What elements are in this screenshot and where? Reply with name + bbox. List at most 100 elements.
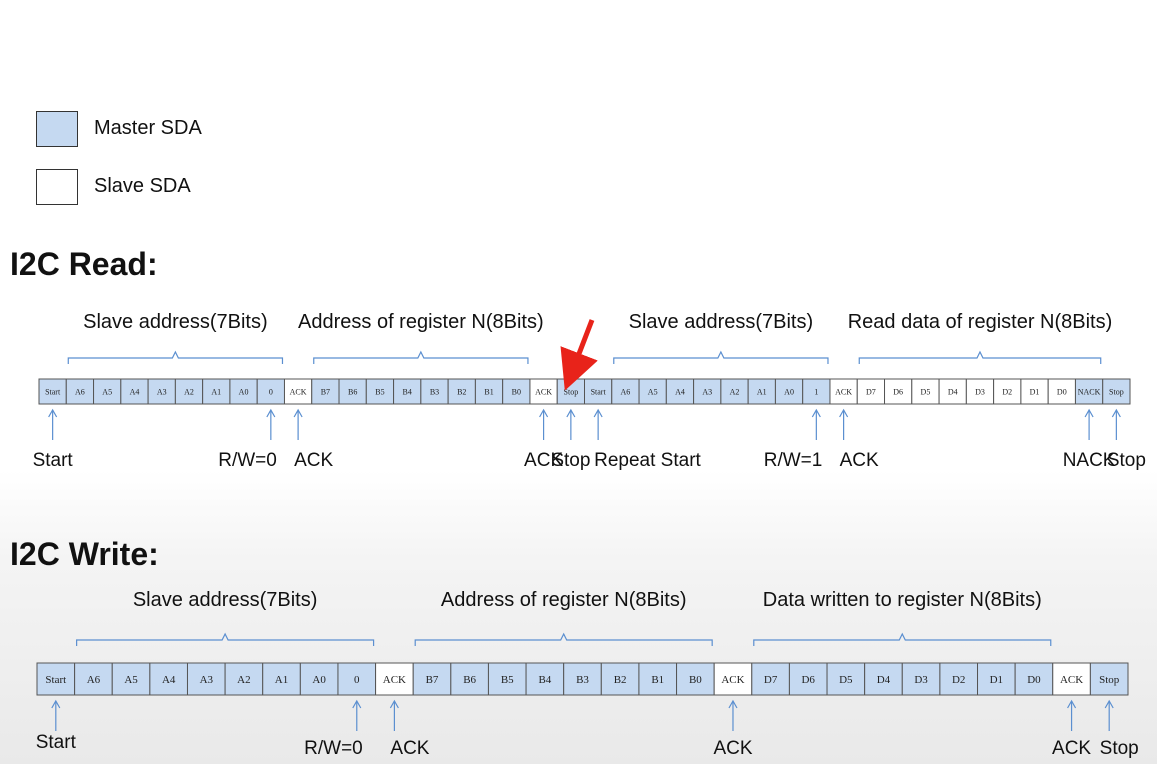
red-arrow-indicator <box>560 319 598 391</box>
bit-cell-label: D2 <box>952 674 965 686</box>
field-brace <box>76 632 375 646</box>
slave-sda-swatch <box>36 169 78 205</box>
bit-cell <box>747 378 776 405</box>
bit-cell-label: A6 <box>87 674 101 686</box>
bit-cell <box>720 378 749 405</box>
bit-cell-label: ACK <box>721 674 744 686</box>
read-heading: I2C Read: <box>10 246 158 282</box>
bit-cell <box>600 662 640 696</box>
bit-cell-label: A4 <box>675 387 685 396</box>
field-brace <box>67 350 284 364</box>
bit-cell-label: ACK <box>383 674 406 686</box>
bit-cell <box>283 378 313 405</box>
bit-cell-label: A0 <box>312 674 326 686</box>
marker-label: ACK <box>294 450 333 471</box>
bit-cell-label: B6 <box>463 674 476 686</box>
bit-cell <box>1089 662 1129 696</box>
bit-cell <box>1014 662 1054 696</box>
bit-cell-label: B2 <box>614 674 627 686</box>
bit-cell-label: B7 <box>426 674 439 686</box>
bit-cell <box>420 378 449 405</box>
marker-label: NACK <box>1063 450 1116 471</box>
marker-label: Stop <box>1107 450 1146 471</box>
bit-cell <box>1047 378 1076 405</box>
bit-cell <box>229 378 258 405</box>
field-label: Slave address(7Bits) <box>83 311 268 333</box>
marker-label: ACK <box>1052 738 1091 759</box>
bit-cell-label: NACK <box>1078 387 1101 396</box>
bit-cell-label: 0 <box>354 674 360 686</box>
bit-cell <box>65 378 95 405</box>
marker-arrowhead <box>566 408 576 418</box>
bit-cell-label: B1 <box>651 674 664 686</box>
bit-cell-label: A0 <box>239 387 249 396</box>
bit-cell-label: Start <box>591 387 607 396</box>
bit-cell <box>751 662 790 696</box>
bit-cell-label: D0 <box>1027 674 1041 686</box>
marker-label: Repeat Start <box>594 450 701 471</box>
master-sda-label: Master SDA <box>94 117 202 139</box>
bit-cell <box>977 662 1016 696</box>
marker-arrowhead <box>266 408 276 418</box>
field-label: Read data of register N(8Bits) <box>848 311 1113 333</box>
bit-cell-label: D0 <box>1057 387 1067 396</box>
master-sda-swatch <box>36 111 78 147</box>
bit-cell-label: A5 <box>102 387 112 396</box>
bit-cell-label: 0 <box>269 387 273 396</box>
bit-cell-label: Start <box>45 674 66 686</box>
bit-cell-label: D2 <box>1002 387 1012 396</box>
bit-cell <box>337 662 377 696</box>
marker-label: ACK <box>840 450 879 471</box>
bit-cell-label: D6 <box>893 387 903 396</box>
bit-cell-label: A3 <box>702 387 712 396</box>
marker-label: ACK <box>524 450 563 471</box>
bit-cell <box>186 662 226 696</box>
bit-cell-label: A4 <box>162 674 176 686</box>
marker-arrowhead <box>728 699 738 709</box>
bit-cell <box>864 662 903 696</box>
marker-arrowhead <box>1104 699 1114 709</box>
bit-cell-label: D3 <box>975 387 985 396</box>
bit-cell <box>111 662 151 696</box>
marker-arrowhead <box>1084 408 1094 418</box>
bit-cell-label: Stop <box>1099 674 1120 686</box>
bit-cell-label: ACK <box>1060 674 1083 686</box>
bit-cell-label: ACK <box>535 387 552 396</box>
field-brace <box>858 350 1102 364</box>
bit-cell <box>1074 378 1104 405</box>
marker-arrowhead <box>811 408 821 418</box>
bit-cell-label: D4 <box>948 387 958 396</box>
bit-cell <box>299 662 339 696</box>
marker-arrowhead <box>1111 408 1121 418</box>
field-label: Slave address(7Bits) <box>629 311 814 333</box>
bit-cell-label: A1 <box>757 387 767 396</box>
bit-cell-label: B7 <box>321 387 330 396</box>
bit-cell <box>149 662 188 696</box>
field-label: Address of register N(8Bits) <box>298 311 544 333</box>
bit-cell-label: D4 <box>877 674 891 686</box>
field-brace <box>613 350 829 364</box>
bit-cell-label: B3 <box>576 674 589 686</box>
bit-cell-label: A6 <box>621 387 631 396</box>
marker-label: Stop <box>551 450 590 471</box>
bit-cell-label: A6 <box>75 387 85 396</box>
bit-cell-label: A4 <box>130 387 140 396</box>
marker-arrowhead <box>293 408 303 418</box>
bit-cell <box>911 378 940 405</box>
bit-cell <box>338 378 367 405</box>
bit-cell <box>884 378 913 405</box>
bit-cell <box>502 378 531 405</box>
bit-cell <box>487 662 527 696</box>
bit-cell <box>36 662 76 696</box>
field-brace <box>753 632 1052 646</box>
field-label: Address of register N(8Bits) <box>441 589 687 611</box>
bit-cell <box>1052 662 1091 696</box>
marker-arrowhead <box>593 408 603 418</box>
bit-cell <box>638 378 667 405</box>
slave-sda-label: Slave SDA <box>94 175 191 197</box>
bit-cell-label: 1 <box>814 387 818 396</box>
bit-cell-label: A5 <box>648 387 658 396</box>
